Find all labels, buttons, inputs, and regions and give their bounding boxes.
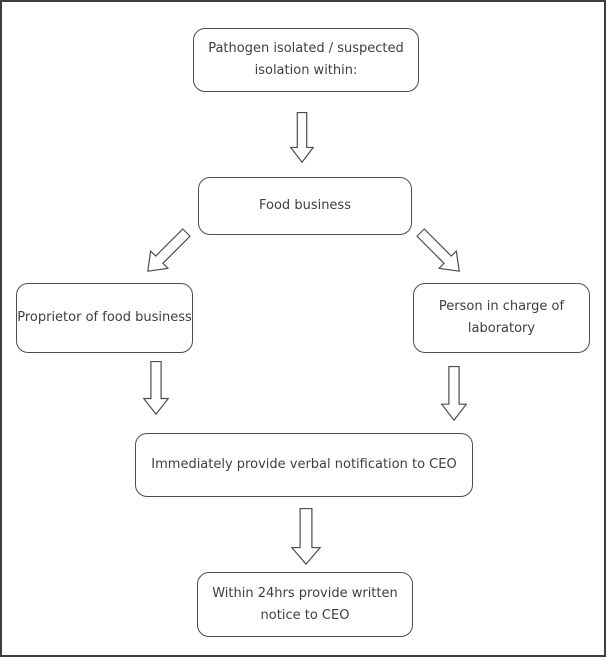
down-arrow-icon — [291, 508, 321, 565]
node-verbal-notice: Immediately provide verbal notification … — [135, 433, 473, 497]
down-left-arrow-icon — [138, 223, 196, 281]
node-pathogen: Pathogen isolated / suspected isolation … — [193, 28, 419, 92]
node-lab-person-label: Person in charge of laboratory — [438, 299, 565, 336]
node-lab-person: Person in charge of laboratory — [413, 283, 590, 353]
down-arrow-icon — [290, 112, 314, 163]
node-verbal-notice-label: Immediately provide verbal notification … — [151, 457, 457, 472]
node-proprietor-label: Proprietor of food business — [17, 310, 192, 325]
node-written-notice-label: Within 24hrs provide written notice to C… — [212, 585, 398, 623]
node-proprietor: Proprietor of food business — [16, 283, 193, 353]
node-pathogen-label: Pathogen isolated / suspected isolation … — [208, 41, 404, 78]
node-written-notice: Within 24hrs provide written notice to C… — [197, 572, 413, 637]
node-food-business-label: Food business — [259, 198, 351, 213]
down-right-arrow-icon — [411, 223, 469, 281]
down-arrow-icon — [441, 366, 467, 421]
down-arrow-icon — [143, 361, 169, 415]
node-food-business: Food business — [198, 177, 412, 235]
